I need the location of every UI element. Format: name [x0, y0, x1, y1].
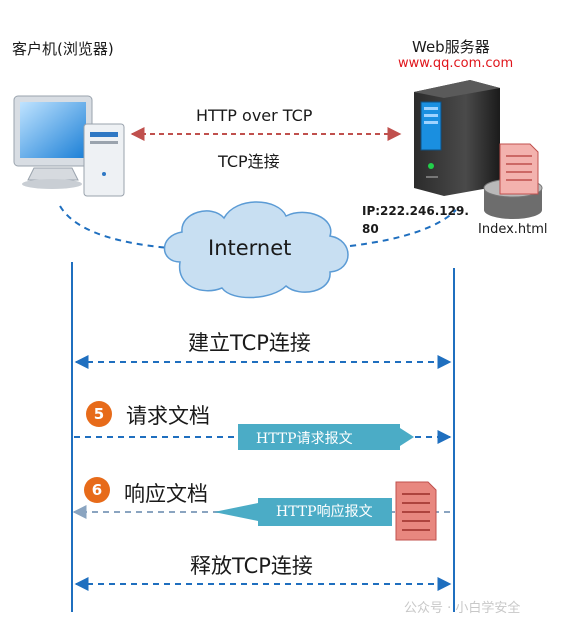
server-title: Web服务器 — [412, 38, 490, 56]
request-document-label: 请求文档 — [126, 404, 210, 428]
server-tower-icon — [414, 80, 500, 196]
request-message-label: HTTP请求报文 — [256, 431, 353, 447]
server-network-path — [349, 209, 457, 247]
client-computer-icon — [13, 95, 125, 197]
watermark: 公众号 · 小白学安全 — [404, 601, 521, 616]
server-url: www.qq.com.com — [398, 56, 514, 71]
step-badge-6: 6 — [84, 477, 110, 503]
response-message-label: HTTP响应报文 — [276, 504, 373, 520]
protocol-label: HTTP over TCP — [196, 106, 313, 125]
step-badge-5: 5 — [86, 401, 112, 427]
server-ip: IP:222.246.129.80 — [362, 204, 469, 236]
index-file-label: Index.html — [478, 222, 548, 237]
response-document-icon — [395, 481, 437, 541]
request-message-box — [238, 424, 414, 450]
internet-cloud-icon — [163, 201, 349, 299]
internet-label: Internet — [208, 236, 292, 260]
response-document-label: 响应文档 — [124, 482, 208, 506]
client-title: 客户机(浏览器) — [12, 40, 114, 58]
release-connection-label: 释放TCP连接 — [190, 554, 313, 578]
establish-connection-label: 建立TCP连接 — [188, 331, 311, 355]
client-network-path — [59, 205, 171, 249]
response-message-box — [214, 498, 392, 526]
document-icon — [499, 143, 539, 195]
tcp-connection-label: TCP连接 — [218, 152, 280, 171]
